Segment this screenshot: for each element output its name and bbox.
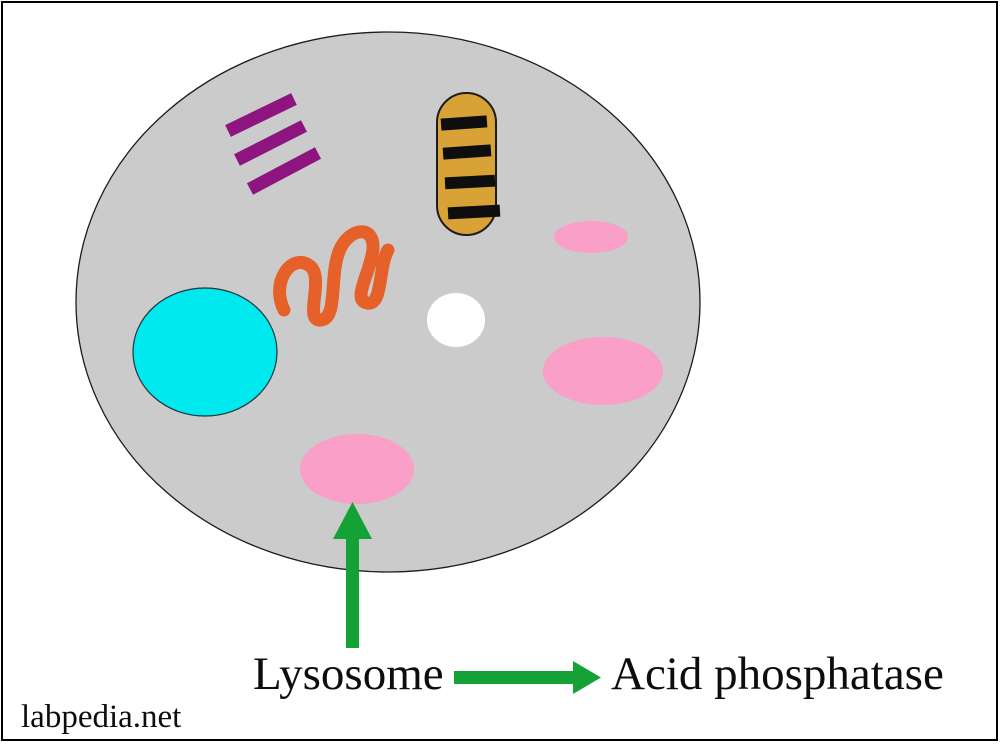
acid-phosphatase-label: Acid phosphatase [611, 648, 944, 700]
striped-capsule-mitochondrion [436, 92, 501, 236]
orange-squiggle-er [273, 225, 395, 327]
pink-lysosome [300, 434, 414, 504]
capsule-stripe [442, 144, 492, 160]
pink-vesicle-small [554, 221, 628, 253]
white-vesicle [427, 293, 485, 347]
arrow-head [333, 502, 372, 539]
capsule-stripe [444, 174, 496, 190]
purple-stripe [234, 120, 307, 166]
capsule-stripe [440, 115, 488, 131]
arrow-shaft [346, 534, 359, 648]
pink-vesicle-right [543, 337, 663, 405]
cell-body [75, 31, 701, 573]
watermark: labpedia.net [21, 699, 182, 735]
arrow-shaft [454, 671, 576, 684]
purple-stripe-stack [225, 93, 322, 195]
arrow-head [573, 661, 601, 694]
label-link-arrow [454, 661, 601, 694]
purple-stripe [225, 93, 297, 137]
purple-stripe [246, 147, 322, 195]
cyan-nucleus [132, 287, 278, 417]
lysosome-pointer-arrow [333, 502, 372, 648]
lysosome-label: Lysosome [253, 648, 444, 700]
capsule-stripe [447, 204, 501, 220]
